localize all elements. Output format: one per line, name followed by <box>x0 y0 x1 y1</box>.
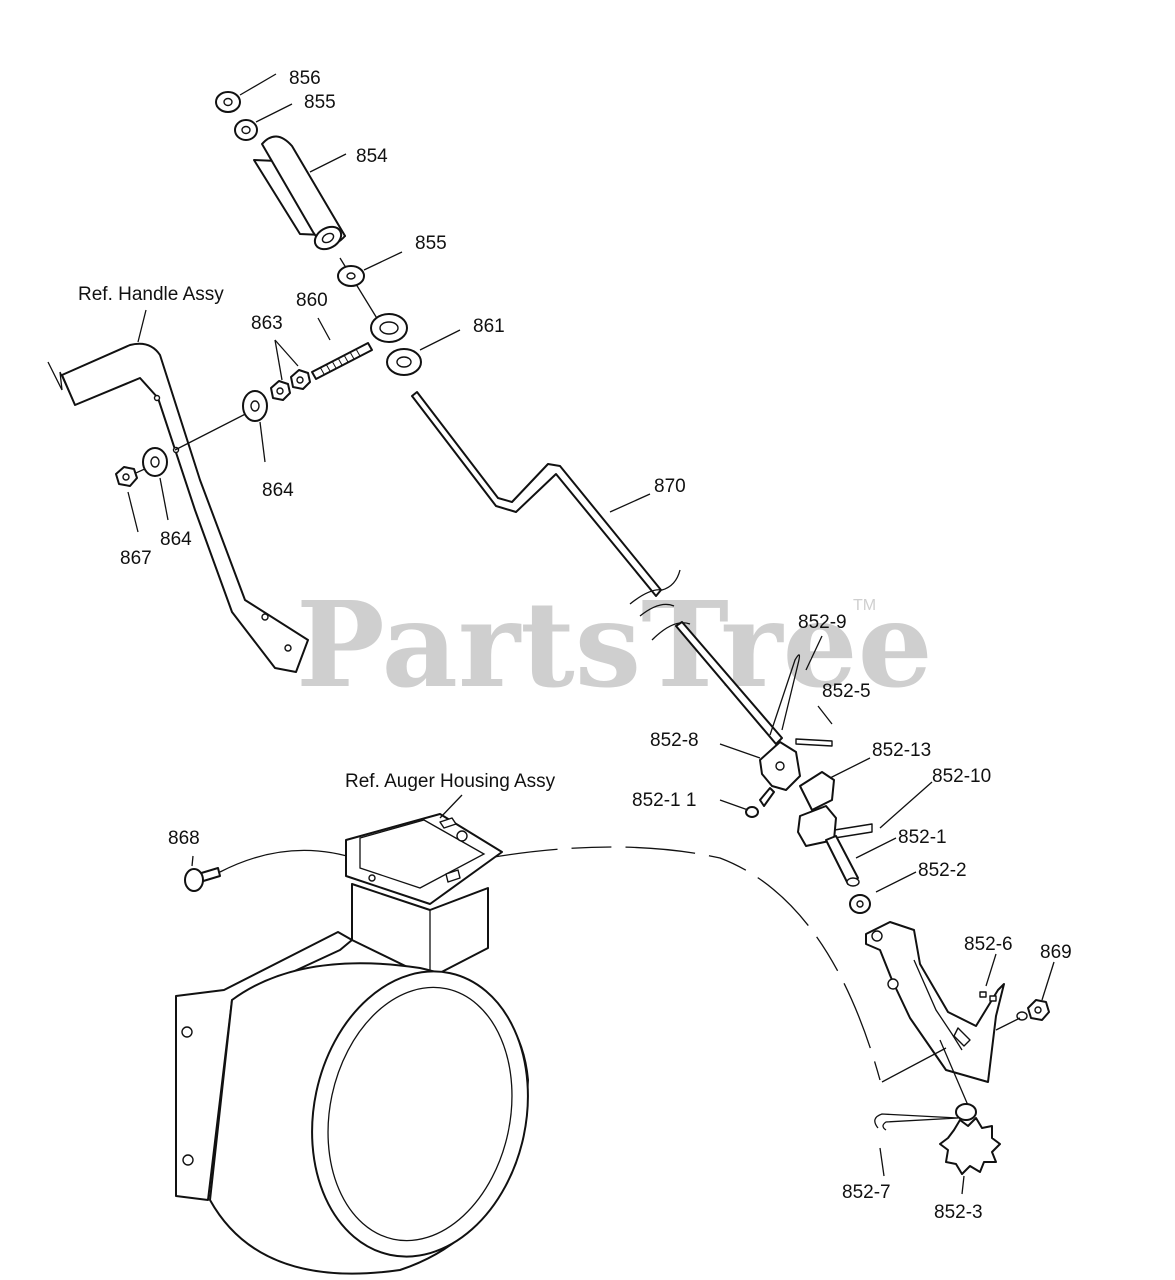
nut-axis <box>995 1017 1021 1031</box>
rod-break-lower <box>651 622 691 641</box>
label-852-5: 852-5 <box>822 681 871 702</box>
flange-tab <box>445 869 461 883</box>
label-861: 861 <box>473 316 505 337</box>
watermark-text: PartsTree <box>296 575 933 714</box>
handle-hole <box>153 394 161 402</box>
bracket-hole <box>887 978 899 990</box>
label-852-11: 852-1 1 <box>632 790 696 811</box>
clip-852-7 <box>874 1113 959 1131</box>
label-864-lower: 864 <box>160 529 192 550</box>
label-855-lower: 855 <box>415 233 447 254</box>
label-864-upper: 864 <box>262 480 294 501</box>
gear-body <box>939 1117 1001 1175</box>
yoke-hole <box>775 761 785 771</box>
ring-flange-inner <box>359 819 486 889</box>
washer-hole <box>223 97 233 107</box>
label-852-1: 852-1 <box>898 827 947 848</box>
label-852-6: 852-6 <box>964 934 1013 955</box>
auger-housing-assembly <box>175 813 947 1275</box>
gear-hub <box>955 1103 977 1121</box>
flange-hole <box>368 874 376 882</box>
eyebolt-assembly <box>215 91 422 380</box>
label-ref-auger: Ref. Auger Housing Assy <box>345 771 556 792</box>
watermark-trademark: TM <box>853 597 876 614</box>
nut-hole <box>1034 1006 1042 1014</box>
washer-hole <box>346 272 356 280</box>
eyebolt-thread-lines <box>319 348 361 375</box>
spacer-tube-bore <box>321 232 335 244</box>
side-plate-hole <box>181 1026 193 1038</box>
housing-cylinder-face <box>311 970 529 1258</box>
screw-852-11 <box>759 787 775 807</box>
shaft-852-1 <box>825 835 859 885</box>
washer-hole <box>250 400 260 412</box>
grommet-hole <box>396 356 412 368</box>
part-labels: Ref. Handle Assy Ref. Auger Housing Assy… <box>78 68 1072 1223</box>
handle-hole <box>261 613 269 621</box>
label-856: 856 <box>289 68 321 89</box>
eyebolt-ring-hole <box>379 321 399 335</box>
bracket-slot <box>989 995 997 1002</box>
label-860: 860 <box>296 290 328 311</box>
label-ref-handle: Ref. Handle Assy <box>78 284 224 305</box>
watermark: PartsTree TM <box>296 575 933 714</box>
label-869: 869 <box>1040 942 1072 963</box>
side-plate-hole <box>182 1154 194 1166</box>
housing-side-plate <box>175 931 353 1201</box>
eyebolt-thread-860 <box>311 342 373 380</box>
rotation-arc <box>487 846 881 1081</box>
hairpin-852-9 <box>769 654 801 736</box>
label-852-10: 852-10 <box>932 766 991 787</box>
handle-bar <box>61 342 309 673</box>
shaft-end <box>846 877 860 887</box>
bracket-inner-fold <box>913 959 963 1051</box>
nut-hole <box>276 387 284 395</box>
label-870: 870 <box>654 476 686 497</box>
bracket-hole <box>871 930 883 942</box>
label-852-8: 852-8 <box>650 730 699 751</box>
bolt-868-head <box>184 868 204 892</box>
bolt-868-leader <box>219 849 361 873</box>
rod-break-upper <box>629 569 681 605</box>
washer-hole <box>150 456 160 468</box>
gear-axis <box>939 1039 971 1111</box>
bracket-tab <box>953 1027 971 1047</box>
leader-lines <box>127 73 1055 1195</box>
label-855-upper: 855 <box>304 92 336 113</box>
label-852-9: 852-9 <box>798 612 847 633</box>
pin-852-5 <box>795 738 833 747</box>
rod-lower <box>675 621 783 745</box>
handle-assembly <box>47 342 311 673</box>
screw-head <box>745 806 759 818</box>
rod-upper <box>411 391 662 597</box>
gear-852-3 <box>939 1103 1001 1175</box>
bracket-slot <box>979 991 987 998</box>
flange-tab <box>439 817 457 829</box>
label-852-3: 852-3 <box>934 1202 983 1223</box>
nut-hole <box>122 473 130 481</box>
label-854: 854 <box>356 146 388 167</box>
washer-hole <box>856 900 864 908</box>
label-852-2: 852-2 <box>918 860 967 881</box>
nut-hole <box>296 376 304 384</box>
chute-rod-870 <box>411 391 783 745</box>
flange-hole <box>456 830 468 842</box>
label-867: 867 <box>120 548 152 569</box>
washer-hole <box>241 125 251 135</box>
label-852-13: 852-13 <box>872 740 931 761</box>
label-868: 868 <box>168 828 200 849</box>
handle-hole <box>284 644 292 652</box>
crank-assembly <box>745 654 1050 1175</box>
rod-break-curve <box>639 603 675 617</box>
block-852-13 <box>799 771 835 811</box>
housing-cylinder-rim <box>327 986 513 1242</box>
label-863: 863 <box>251 313 283 334</box>
label-852-7: 852-7 <box>842 1182 891 1203</box>
bracket-852-6 <box>865 921 1005 1083</box>
arc-end-line <box>881 1047 947 1083</box>
